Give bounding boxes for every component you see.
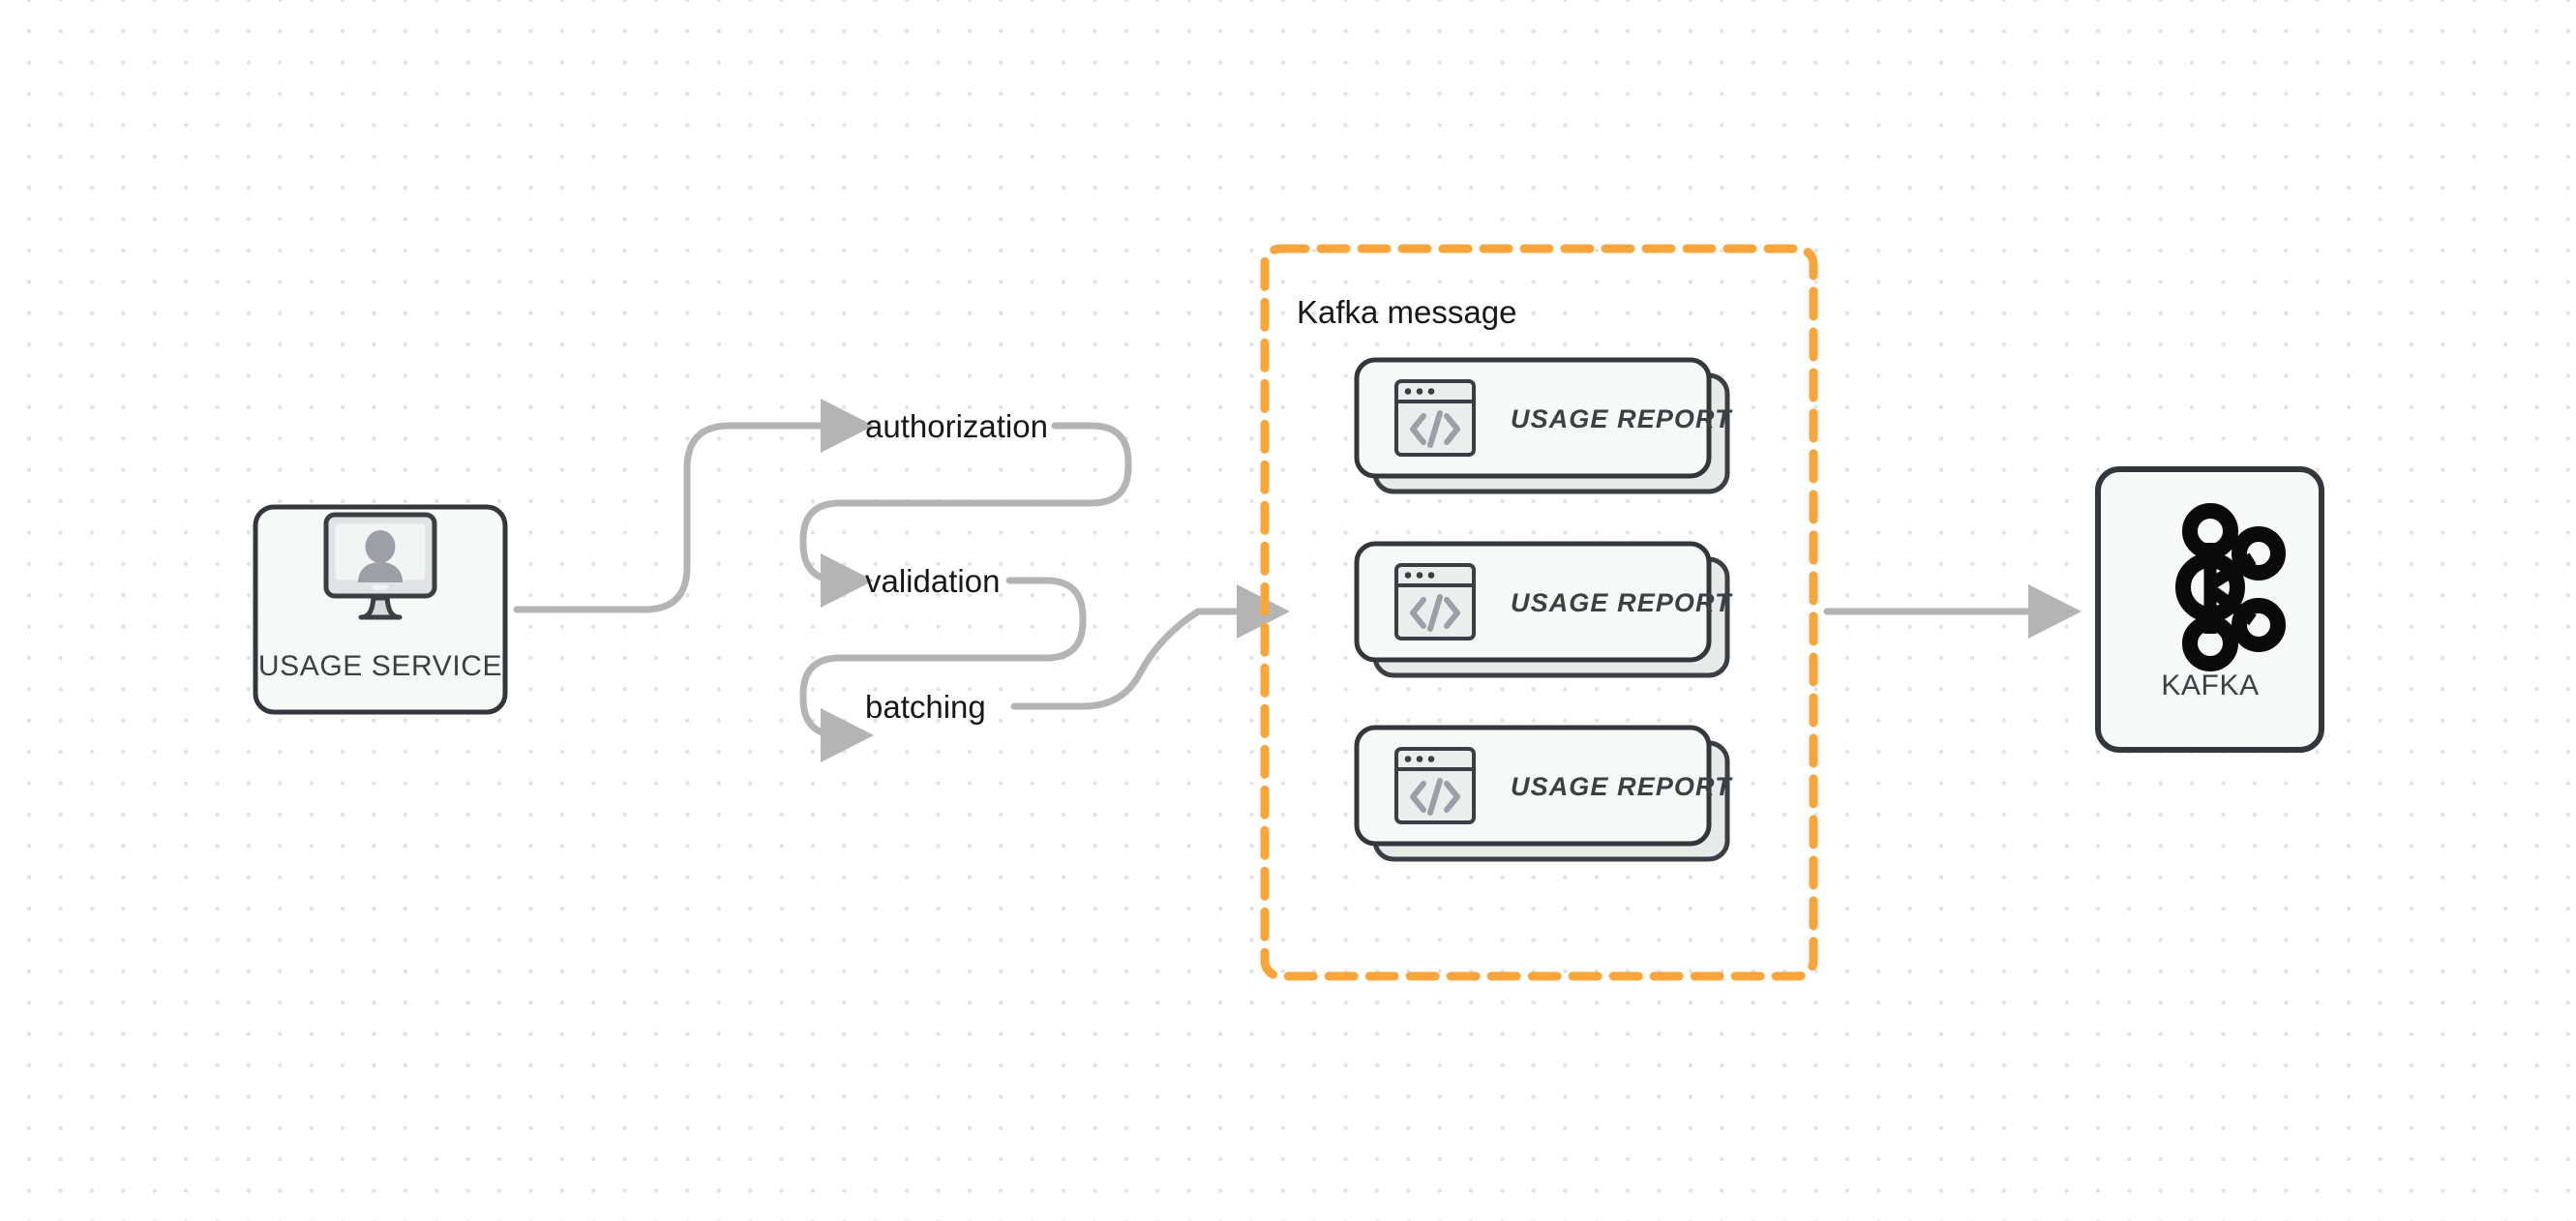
usage-report-card[interactable]: USAGE REPORT bbox=[1354, 541, 1733, 678]
usage-service-label: USAGE SERVICE bbox=[258, 650, 502, 682]
kafka-message-title: Kafka message bbox=[1297, 294, 1516, 330]
flow-label-validation: validation bbox=[865, 563, 1000, 599]
flow-label-authorization: authorization bbox=[865, 408, 1048, 444]
connector-validation-to-batching bbox=[799, 577, 1087, 762]
kafka-message-dashed-border bbox=[1260, 244, 1818, 981]
kafka-label: KAFKA bbox=[2161, 670, 2259, 701]
connector-authorization-to-validation bbox=[799, 422, 1132, 608]
flow-label-batching: batching bbox=[865, 689, 986, 725]
usage-report-card-label: USAGE REPORT bbox=[1511, 588, 1733, 617]
node-usage-service[interactable]: USAGE SERVICE bbox=[253, 504, 508, 715]
connector-usage-service-to-authorization bbox=[513, 399, 874, 613]
connector-kafka-message-to-kafka bbox=[1823, 584, 2082, 639]
usage-report-card-label: USAGE REPORT bbox=[1511, 404, 1733, 433]
usage-report-card[interactable]: USAGE REPORT bbox=[1354, 725, 1733, 862]
usage-report-card[interactable]: USAGE REPORT bbox=[1354, 357, 1733, 494]
usage-report-card-label: USAGE REPORT bbox=[1511, 772, 1733, 801]
node-kafka[interactable]: KAFKA bbox=[2095, 466, 2324, 753]
connector-batching-to-kafka-message bbox=[1010, 584, 1290, 710]
kafka-message-group: Kafka message USAGE REPORT USAGE REPORT bbox=[1260, 244, 1818, 981]
